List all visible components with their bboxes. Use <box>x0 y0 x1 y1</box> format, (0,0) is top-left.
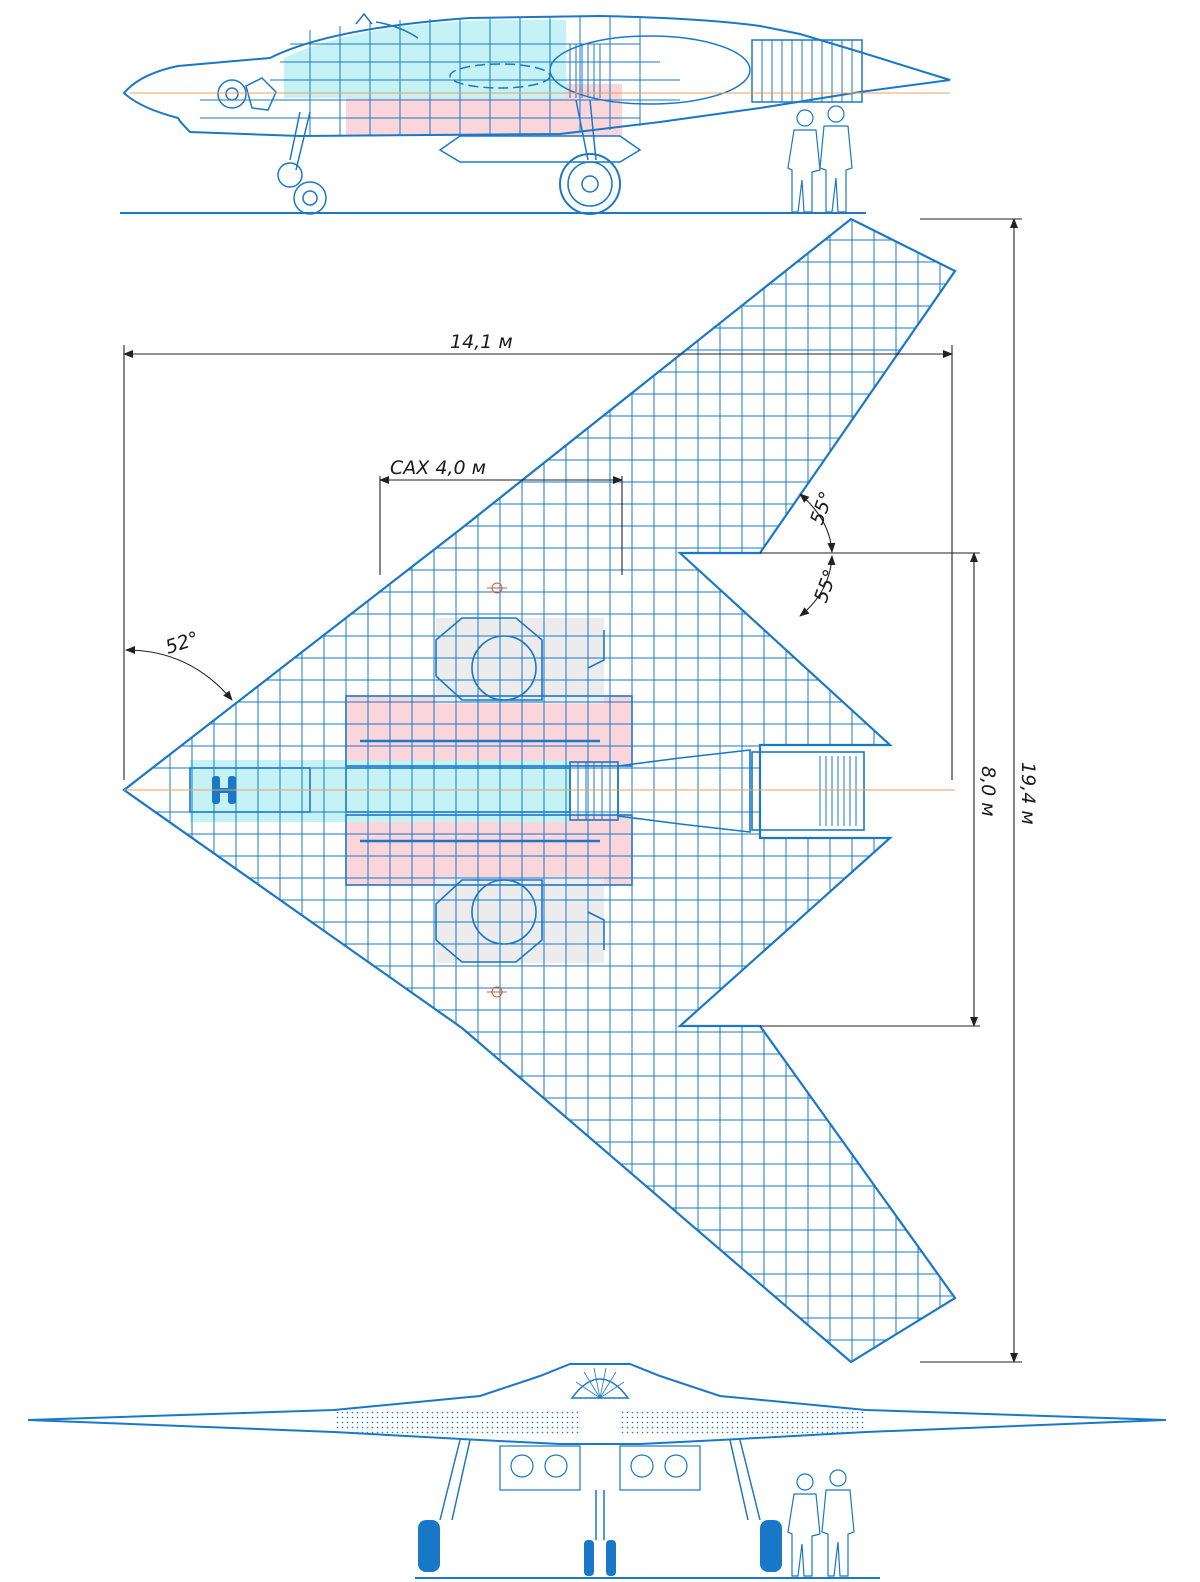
plan-view <box>122 217 957 1364</box>
side-main-gear <box>559 99 621 215</box>
side-ventral-pod <box>438 135 642 163</box>
plan-gear-bay-upper-fill <box>436 618 604 704</box>
plan-gear-bay-lower <box>435 879 543 963</box>
front-hatched-wing-band-right <box>620 1412 866 1436</box>
plan-nozzle <box>751 751 865 831</box>
plan-weapon-bay-upper-fill <box>346 696 632 766</box>
leading-edge-angle-label: 52° <box>163 627 202 658</box>
side-engine-body <box>549 35 751 105</box>
plan-lower-wheel-well <box>471 879 537 945</box>
side-nose-wheel <box>293 181 327 215</box>
side-nose-gear <box>217 77 327 215</box>
trailing-edge-angle-arc-lower <box>799 555 836 617</box>
side-compressor-stages <box>569 44 601 98</box>
front-weapon-pods <box>499 1445 701 1491</box>
span-label: 14,1 м <box>450 331 513 353</box>
side-cockpit-frame <box>375 21 419 39</box>
plan-wing-outline <box>122 217 957 1364</box>
plan-engine-body <box>617 749 751 833</box>
front-human-figures <box>787 1469 855 1577</box>
front-view <box>27 1363 1167 1579</box>
trailing-edge-angle-arc-upper <box>799 493 836 553</box>
mac-label: САХ 4,0 м <box>390 457 486 479</box>
plan-details <box>189 617 865 963</box>
side-cockpit-fill <box>284 20 566 98</box>
dimension-lines <box>123 218 1022 1363</box>
front-main-gear-right <box>729 1439 782 1572</box>
plan-weapon-bay-lower <box>345 814 633 886</box>
side-view <box>120 12 951 215</box>
plan-reference-marks <box>487 582 507 998</box>
front-intake-blades <box>575 1367 625 1399</box>
trailing-edge-angle-upper-label: 55° <box>806 489 838 528</box>
plan-gear-bay-lower-fill <box>436 877 604 963</box>
fuselage-length-label: 8,0 м <box>977 766 999 817</box>
leading-edge-angle-arc <box>125 646 233 701</box>
side-main-wheel <box>559 153 621 215</box>
plan-upper-wheel-well <box>471 635 537 701</box>
overall-length-label: 19,4 м <box>1017 762 1039 825</box>
trailing-edge-angle-lower-label: 55° <box>810 567 842 606</box>
front-main-gear-left <box>418 1439 471 1572</box>
side-nozzle-fins <box>761 40 853 102</box>
front-hatched-wing-band <box>334 1412 580 1436</box>
front-nose-gear <box>584 1490 616 1576</box>
side-fuel-tank-outline <box>449 63 551 89</box>
side-human-figures <box>787 105 853 213</box>
plan-cockpit-fill <box>190 760 570 822</box>
side-fuselage-outline <box>122 14 951 138</box>
front-wing-outline <box>27 1363 1167 1445</box>
front-intake <box>570 1378 630 1399</box>
side-dorsal-spine <box>355 12 373 25</box>
plan-weapon-bay-lower-fill <box>346 815 632 885</box>
side-nozzle <box>751 39 863 103</box>
plan-nozzle-fins <box>577 756 857 826</box>
